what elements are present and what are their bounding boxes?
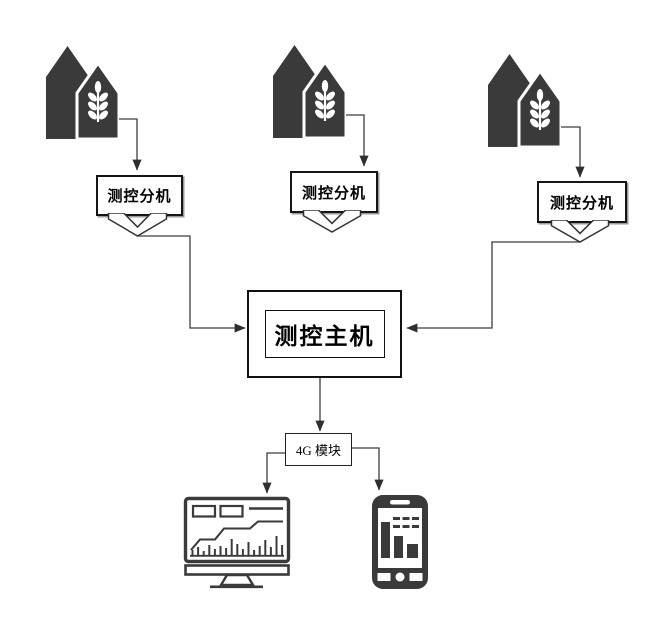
sub-unit-box-3: 测控分机 <box>537 181 627 223</box>
wheat-icon <box>88 81 108 122</box>
module-label: 4G 模块 <box>295 443 342 458</box>
host-box-inner: 测控主机 <box>264 310 385 358</box>
wheat-icon <box>530 89 550 130</box>
smartphone-chart-icon <box>372 495 428 589</box>
sub-unit-box-2: 测控分机 <box>290 171 378 213</box>
connector-module-to-monitor <box>262 452 285 494</box>
down-chevron-icon <box>549 220 611 243</box>
monitor-chart-icon <box>183 496 291 589</box>
host-box: 测控主机 <box>247 290 402 378</box>
granary-building-icon <box>46 46 119 140</box>
host-label: 测控主机 <box>274 324 375 349</box>
connector-granary2-to-sub2 <box>346 114 369 167</box>
connector-granary1-to-sub1 <box>119 118 142 171</box>
sub-unit-label: 测控分机 <box>549 195 614 212</box>
sub-unit-label: 测控分机 <box>107 189 172 205</box>
phone-buttons <box>377 572 423 582</box>
module-box: 4G 模块 <box>285 433 352 466</box>
down-chevron-icon <box>106 213 169 237</box>
connector-sub3-to-host <box>406 241 580 333</box>
down-chevron-icon <box>301 210 363 233</box>
granary-building-icon <box>488 54 561 148</box>
connector-granary3-to-sub3 <box>561 126 585 178</box>
granary-building-icon <box>273 45 346 139</box>
sub-unit-label: 测控分机 <box>301 185 366 202</box>
connector-sub1-to-host <box>137 235 246 333</box>
connector-module-to-phone <box>352 447 384 491</box>
sub-unit-box-1: 测控分机 <box>96 175 183 216</box>
wheat-icon <box>315 80 335 121</box>
phone-chart-bars <box>381 517 419 558</box>
